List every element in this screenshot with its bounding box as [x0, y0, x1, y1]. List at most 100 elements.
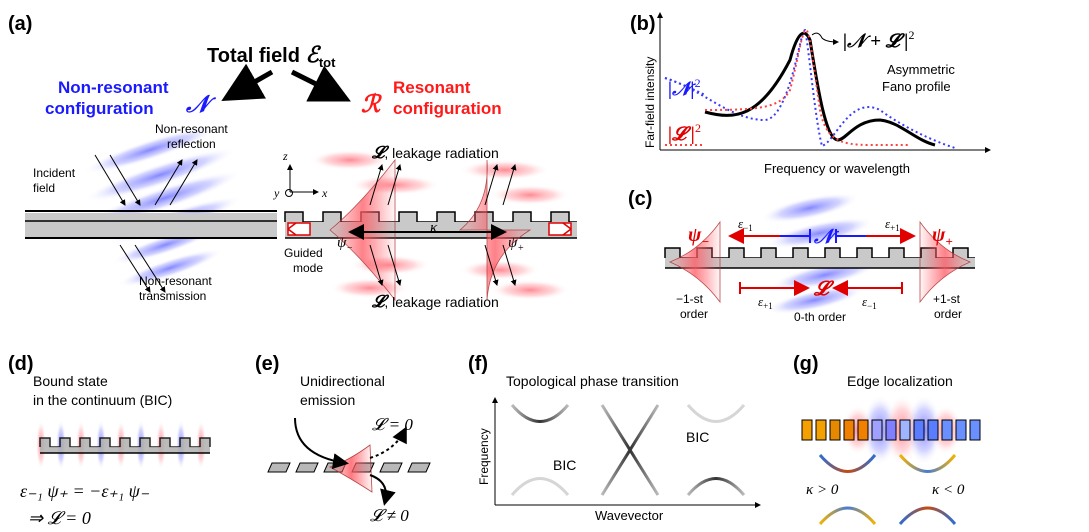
- fano-desc-2: Fano profile: [882, 79, 951, 94]
- panel-e: (e) Unidirectional emission 𝓛 = 0 𝓛 ≠ 0: [255, 353, 431, 525]
- guided-mode-label-2: mode: [293, 261, 323, 275]
- panel-e-l-nonzero: 𝓛 ≠ 0: [370, 506, 409, 525]
- panel-f-xlabel: Wavevector: [595, 508, 664, 523]
- l-curve: [704, 28, 910, 146]
- nonresonant-rays: [94, 154, 198, 293]
- panel-b-label: (b): [630, 13, 656, 35]
- n-curve-label: |𝒩|2: [668, 76, 701, 100]
- panel-c-eps-bottom-right: ε−1: [862, 294, 877, 311]
- panel-f-ylabel: Frequency: [477, 428, 491, 485]
- panel-e-mode: [329, 444, 373, 493]
- axis-y-icon: [285, 189, 293, 197]
- panel-b: (b) Far-field intensity Frequency or wav…: [630, 12, 991, 176]
- nonresonant-label-1: Non-resonant: [58, 78, 169, 97]
- bic-equation-1: ε₋₁ ψ₊ = −ε₊₁ ψ₋: [20, 481, 150, 501]
- axis-y-label: y: [273, 186, 280, 200]
- nonresonant-symbol: 𝒩: [185, 92, 217, 118]
- fano-pointer: [811, 32, 839, 45]
- panel-e-downward-arrow: [369, 474, 396, 506]
- panel-a: (a) Total field ℰtot Non-resonant config…: [8, 13, 577, 311]
- psi-minus-label: ψ−: [337, 235, 353, 254]
- panel-d-label: (d): [8, 353, 34, 375]
- panel-e-input-arrow: [294, 417, 349, 469]
- psi-plus-label: ψ+: [508, 235, 524, 254]
- panel-e-upward-arrow: [369, 426, 407, 459]
- panel-c-mode-right: [919, 220, 972, 304]
- panel-c-psi-minus: ψ−: [688, 224, 709, 249]
- total-field-title: Total field ℰtot: [207, 42, 336, 70]
- panel-c-order-m1-1: −1-st: [676, 292, 704, 306]
- incident-field-label-2: field: [33, 181, 55, 195]
- panel-g-band-left-down: [818, 506, 877, 525]
- l-curve-label: |𝓛 |2: [668, 121, 701, 145]
- arrow-to-resonant: [290, 65, 351, 102]
- panel-f-label: (f): [468, 353, 488, 375]
- panel-f-cross-2: [600, 404, 660, 496]
- panel-g: (g) Edge localization κ: [793, 353, 981, 525]
- panel-a-label: (a): [8, 13, 32, 35]
- fano-label: |𝒩 + 𝓛 |2: [843, 28, 914, 52]
- fano-curve: [704, 31, 936, 147]
- n-curve: [664, 28, 956, 149]
- panel-c-order-0: 0-th order: [794, 310, 846, 324]
- panel-g-title: Edge localization: [847, 373, 953, 389]
- resonant-label-1: Resonant: [393, 78, 471, 97]
- right-port-arrowhead: [562, 222, 572, 236]
- kappa-label: κ: [430, 220, 438, 236]
- bic-grating: [39, 437, 211, 448]
- leakage-top-label: 𝓛, leakage radiation: [371, 143, 499, 162]
- panel-e-l-zero: 𝓛 = 0: [372, 415, 413, 434]
- panel-c-mode-left: [668, 220, 721, 304]
- guided-mode-label-1: Guided: [284, 246, 323, 260]
- bic-equation-2: ⇒ 𝓛 = 0: [28, 508, 91, 528]
- panel-g-band-right-up: [898, 454, 957, 473]
- left-port-arrowhead: [287, 222, 297, 236]
- panel-c-order-p1-2: order: [934, 307, 962, 321]
- transmission-label-2: transmission: [139, 289, 206, 303]
- panel-d-title-2: in the continuum (BIC): [33, 392, 172, 408]
- panel-f-bic-2: BIC: [686, 429, 709, 445]
- reflection-label-1: Non-resonant: [155, 122, 228, 136]
- panel-c-label: (c): [628, 188, 652, 210]
- panel-f-band-3-down: [686, 477, 746, 496]
- panel-f-bic-1: BIC: [553, 457, 576, 473]
- panel-f-title: Topological phase transition: [506, 373, 679, 389]
- panel-b-xlabel: Frequency or wavelength: [764, 161, 910, 176]
- panel-c-eps-top-right: ε+1: [885, 216, 900, 233]
- resonant-symbol: ℛ: [361, 92, 383, 118]
- nonresonant-blobs: [83, 126, 242, 288]
- panel-g-kappa-positive: κ > 0: [806, 482, 839, 498]
- panel-b-ylabel: Far-field intensity: [643, 57, 657, 148]
- axis-z-label: z: [282, 149, 288, 163]
- panel-c-eps-top-left: ε−1: [738, 216, 753, 233]
- resonant-label-2: configuration: [393, 99, 502, 118]
- panel-c-core: [665, 258, 975, 268]
- panel-f-band-3-up: [686, 404, 746, 423]
- panel-e-title-2: emission: [300, 392, 355, 408]
- panel-c-order-m1-2: order: [680, 307, 708, 321]
- panel-e-label: (e): [255, 353, 279, 375]
- panel-g-label: (g): [793, 353, 819, 375]
- panel-c: (c) ψ− ψ+ ε−1 ε+1 𝒩 𝓛 ε+1 ε−1 −1-st: [628, 188, 975, 324]
- left-port-arrow: [287, 222, 311, 236]
- panel-f: (f) Topological phase transition Frequen…: [468, 353, 761, 523]
- panel-d-title-1: Bound state: [33, 373, 108, 389]
- panel-f-band-1-up: [510, 404, 570, 423]
- panel-g-blocks: [801, 419, 981, 441]
- panel-c-psi-plus: ψ+: [932, 224, 953, 249]
- arrow-to-nonresonant: [221, 63, 274, 101]
- axis-x-label: x: [321, 186, 328, 200]
- panel-g-kappa-negative: κ < 0: [932, 482, 965, 498]
- fano-desc-1: Asymmetric: [887, 62, 955, 77]
- panel-g-band-left-up: [818, 454, 877, 473]
- nonresonant-waveguide-core: [25, 213, 277, 238]
- bic-core: [40, 447, 210, 453]
- n-curve-tail: [664, 77, 706, 96]
- reflection-label-2: reflection: [167, 137, 216, 151]
- leakage-bottom-label: 𝓛, leakage radiation: [371, 292, 499, 311]
- panel-g-band-right-down: [898, 506, 957, 525]
- panel-c-eps-bottom-left: ε+1: [758, 294, 773, 311]
- panel-d: (d) Bound state in the continuum (BIC) ε…: [8, 353, 211, 528]
- leakage-rays: [369, 164, 517, 286]
